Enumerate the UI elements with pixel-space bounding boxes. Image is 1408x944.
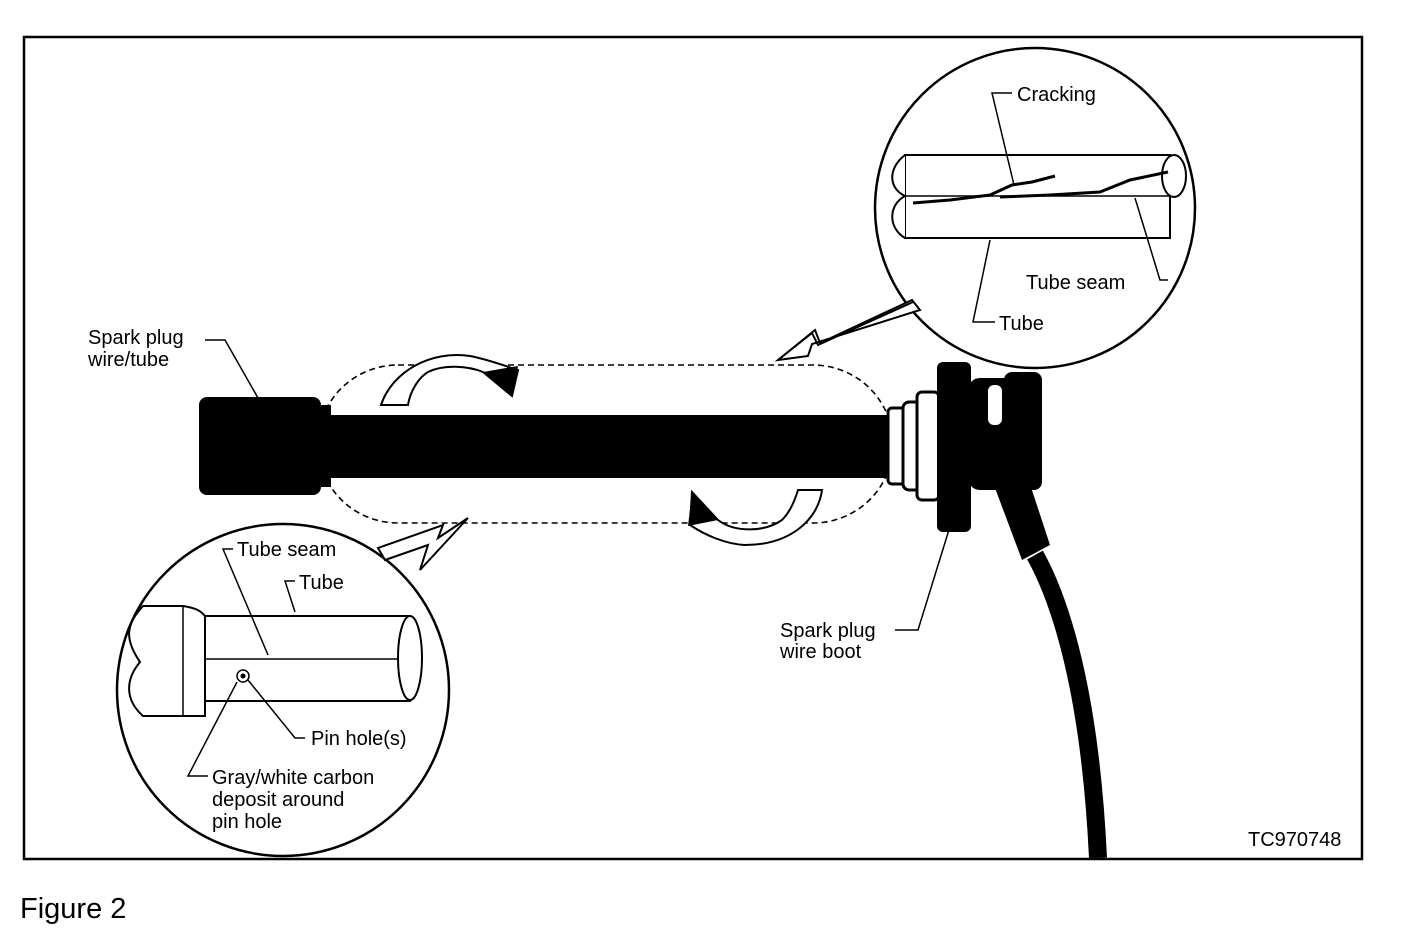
spark-plug-wire-boot-leader (895, 519, 953, 631)
carbon-deposit-label-line-1: Gray/white carbon (212, 767, 374, 789)
carbon-deposit-label-line-2: deposit around (212, 789, 344, 811)
zoom-pointer-bottom (376, 517, 469, 571)
spark-plug-wire-tube-label-line-2: wire/tube (87, 349, 169, 371)
figure-code: TC970748 (1248, 829, 1341, 851)
rotation-arrow-bottom (688, 489, 824, 547)
tube-seam-label-top: Tube seam (1026, 272, 1125, 294)
cracking-label: Cracking (1017, 84, 1096, 106)
crack-detail-magnifier: Cracking Tube seam Tube (873, 46, 1197, 370)
tube-label-top: Tube (999, 313, 1044, 335)
spark-plug-wire-boot-label-line-2: wire boot (779, 641, 862, 663)
spark-plug-wire-boot (886, 362, 1107, 859)
tube-seam-label-bottom: Tube seam (237, 539, 336, 561)
figure-caption: Figure 2 (20, 893, 126, 925)
spark-plug-wire-boot-label-line-1: Spark plug (780, 620, 876, 642)
spark-plug-wire-tube-label-line-1: Spark plug (88, 327, 184, 349)
spark-plug-wire-tube-leader (205, 339, 263, 406)
pin-hole-detail-magnifier: Tube seam Tube Pin hole(s) Gray/white ca… (115, 522, 451, 858)
rotation-arrow-top (379, 354, 520, 406)
inspection-region-outline (317, 364, 894, 524)
spark-plug-wire-tube (199, 397, 331, 495)
carbon-deposit-label-line-3: pin hole (212, 811, 282, 833)
tube-label-bottom: Tube (299, 572, 344, 594)
pin-holes-label: Pin hole(s) (311, 728, 407, 750)
main-tube (328, 415, 890, 478)
